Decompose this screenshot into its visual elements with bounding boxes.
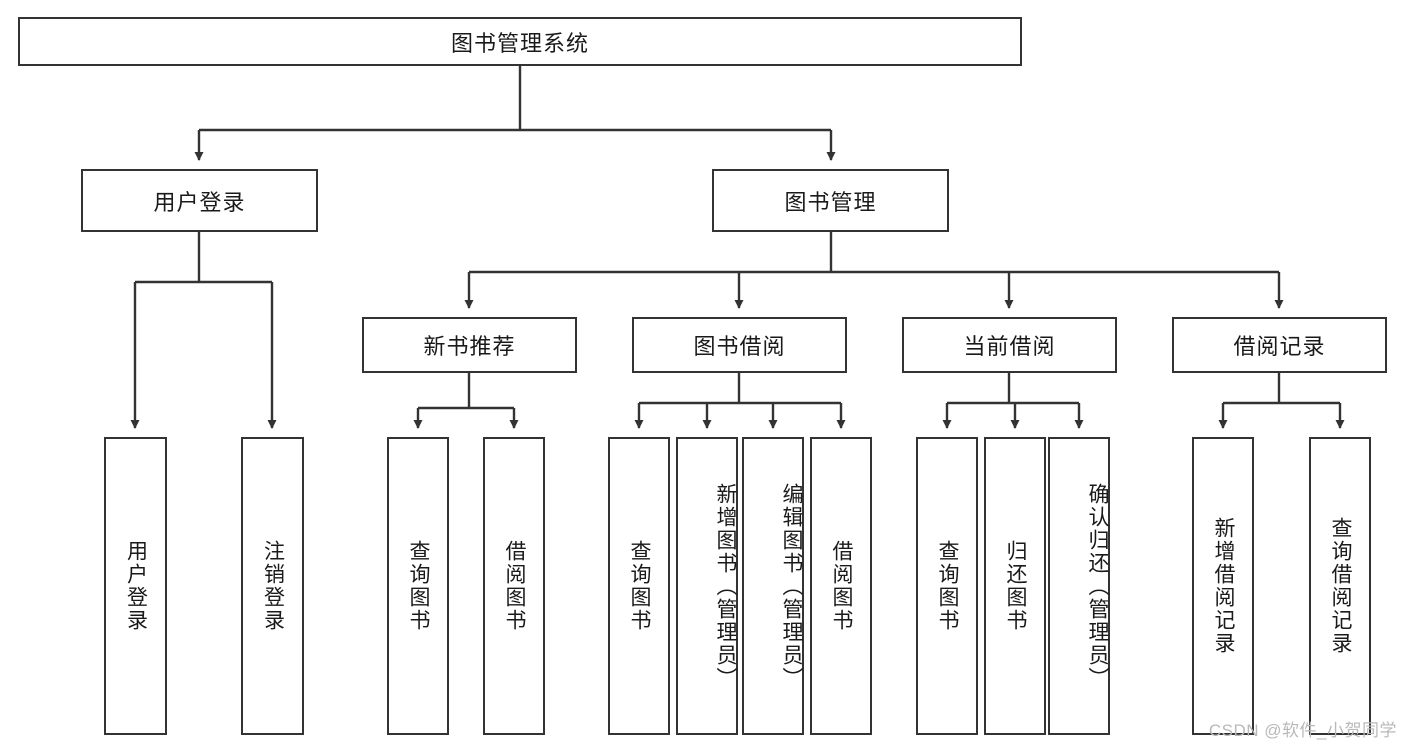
leaf-book-borrow-query-books[interactable]: 查询图书 <box>608 437 670 735</box>
node-label: 查询借阅记录 <box>1329 517 1353 655</box>
node-current-borrowing[interactable]: 当前借阅 <box>902 317 1117 373</box>
node-label: 新增借阅记录 <box>1212 517 1236 655</box>
node-label: 新书推荐 <box>423 334 516 359</box>
node-book-borrowing[interactable]: 图书借阅 <box>632 317 847 373</box>
node-user-login[interactable]: 用户登录 <box>81 169 318 232</box>
leaf-user-login-sign-out[interactable]: 注销登录 <box>241 437 304 735</box>
node-label: 图书借阅 <box>693 334 786 359</box>
node-label: 当前借阅 <box>963 334 1056 359</box>
leaf-user-login-sign-in[interactable]: 用户登录 <box>104 437 167 735</box>
node-label: 归还图书 <box>1004 540 1028 632</box>
node-label: 新增图书（管理员） <box>714 482 737 690</box>
node-new-book-recommendation[interactable]: 新书推荐 <box>362 317 577 373</box>
leaf-book-borrow-add-book-admin[interactable]: 新增图书（管理员） <box>676 437 738 735</box>
node-root-book-management-system[interactable]: 图书管理系统 <box>18 17 1022 66</box>
leaf-current-borrow-confirm-return-admin[interactable]: 确认归还（管理员） <box>1048 437 1110 735</box>
node-label: 图书管理系统 <box>450 30 589 56</box>
node-label: 用户登录 <box>153 189 246 215</box>
node-label: 借阅记录 <box>1233 334 1326 359</box>
leaf-borrow-record-query-record[interactable]: 查询借阅记录 <box>1309 437 1371 735</box>
node-label: 查询图书 <box>936 540 960 632</box>
node-label: 确认归还（管理员） <box>1086 482 1109 690</box>
leaf-current-borrow-return-books[interactable]: 归还图书 <box>984 437 1046 735</box>
csdn-watermark: CSDN @软件_小贺同学 <box>1208 721 1397 740</box>
node-label: 查询图书 <box>628 540 652 632</box>
node-label: 图书管理 <box>784 189 877 215</box>
leaf-new-book-query-books[interactable]: 查询图书 <box>387 437 449 735</box>
leaf-borrow-record-add-record[interactable]: 新增借阅记录 <box>1192 437 1254 735</box>
node-label: 注销登录 <box>261 540 285 632</box>
leaf-book-borrow-edit-book-admin[interactable]: 编辑图书（管理员） <box>742 437 804 735</box>
leaf-current-borrow-query-books[interactable]: 查询图书 <box>916 437 978 735</box>
node-borrowing-records[interactable]: 借阅记录 <box>1172 317 1387 373</box>
node-label: 用户登录 <box>124 540 148 632</box>
leaf-new-book-borrow-books[interactable]: 借阅图书 <box>483 437 545 735</box>
node-label: 借阅图书 <box>830 540 854 632</box>
leaf-book-borrow-borrow-books[interactable]: 借阅图书 <box>810 437 872 735</box>
node-book-management[interactable]: 图书管理 <box>712 169 949 232</box>
node-label: 查询图书 <box>407 540 431 632</box>
node-label: 编辑图书（管理员） <box>780 482 803 690</box>
node-label: 借阅图书 <box>503 540 527 632</box>
